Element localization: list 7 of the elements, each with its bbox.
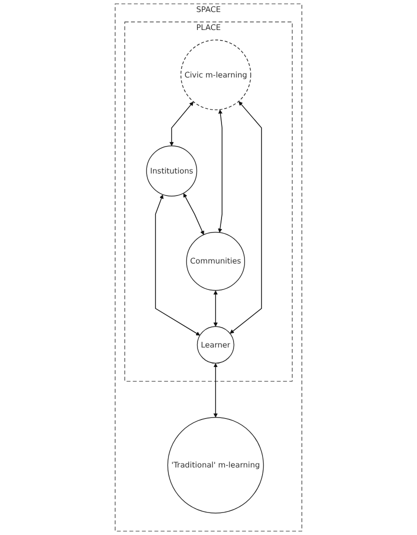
arrow (170, 102, 194, 146)
arrow (213, 290, 218, 327)
arrow (213, 363, 218, 418)
arrow (230, 101, 262, 334)
arrow (183, 193, 204, 235)
arrow (155, 194, 200, 336)
arrow (218, 110, 222, 233)
